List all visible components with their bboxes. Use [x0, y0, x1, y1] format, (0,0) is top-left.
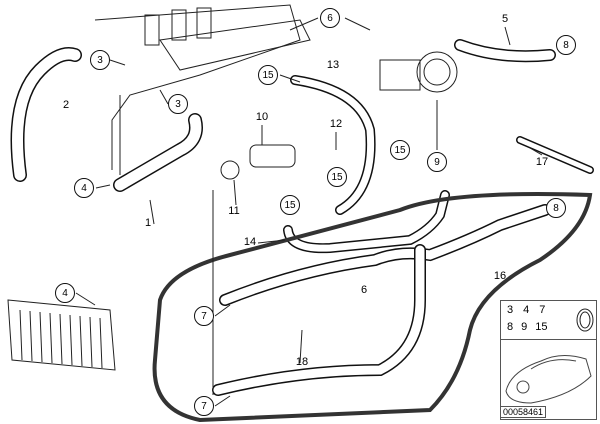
- inset-number: 7: [539, 304, 546, 316]
- part-label: 14: [243, 236, 257, 248]
- callout-circle: 7: [194, 396, 214, 416]
- part-label: 10: [255, 111, 269, 123]
- inset-number: 9: [521, 321, 528, 333]
- part-label: 13: [326, 59, 340, 71]
- part-label: 6: [360, 284, 368, 296]
- hoses: [10, 39, 594, 396]
- part-label: 1: [144, 217, 152, 229]
- part-label: 12: [329, 118, 343, 130]
- callout-circle: 15: [280, 195, 300, 215]
- callout-circle: 15: [258, 65, 278, 85]
- engine-block: [94, 4, 311, 175]
- callout-circle: 8: [556, 35, 576, 55]
- callout-circle: 4: [74, 178, 94, 198]
- highlight-outline: [152, 192, 593, 423]
- inset-number: 4: [523, 304, 530, 316]
- callout-circle: 3: [168, 94, 188, 114]
- part-label: 5: [501, 13, 509, 25]
- car-location-icon: [505, 355, 592, 404]
- inset-number: 8: [507, 321, 514, 333]
- radiator: [7, 299, 116, 371]
- part-label: 17: [535, 156, 549, 168]
- hose-clamp-icon: [576, 308, 594, 332]
- inset-number: 3: [507, 304, 514, 316]
- part-number: 00058461: [500, 406, 547, 418]
- callout-circle: 6: [320, 8, 340, 28]
- callout-circle: 8: [546, 198, 566, 218]
- callout-circle: 7: [194, 306, 214, 326]
- callout-circle: 4: [55, 283, 75, 303]
- inset-number: 15: [535, 321, 548, 333]
- callout-circle: 15: [390, 140, 410, 160]
- part-label: 2: [62, 99, 70, 111]
- thermostat-housing: [220, 51, 458, 180]
- callout-circle: 15: [327, 167, 347, 187]
- part-label: 11: [228, 205, 240, 217]
- callout-circle: 3: [90, 50, 110, 70]
- inset-box: 3 4 7 8 9 15: [500, 300, 597, 420]
- part-label: 16: [493, 270, 507, 282]
- part-label: 18: [295, 356, 309, 368]
- leader-lines: [75, 17, 543, 407]
- callout-circle: 9: [427, 152, 447, 172]
